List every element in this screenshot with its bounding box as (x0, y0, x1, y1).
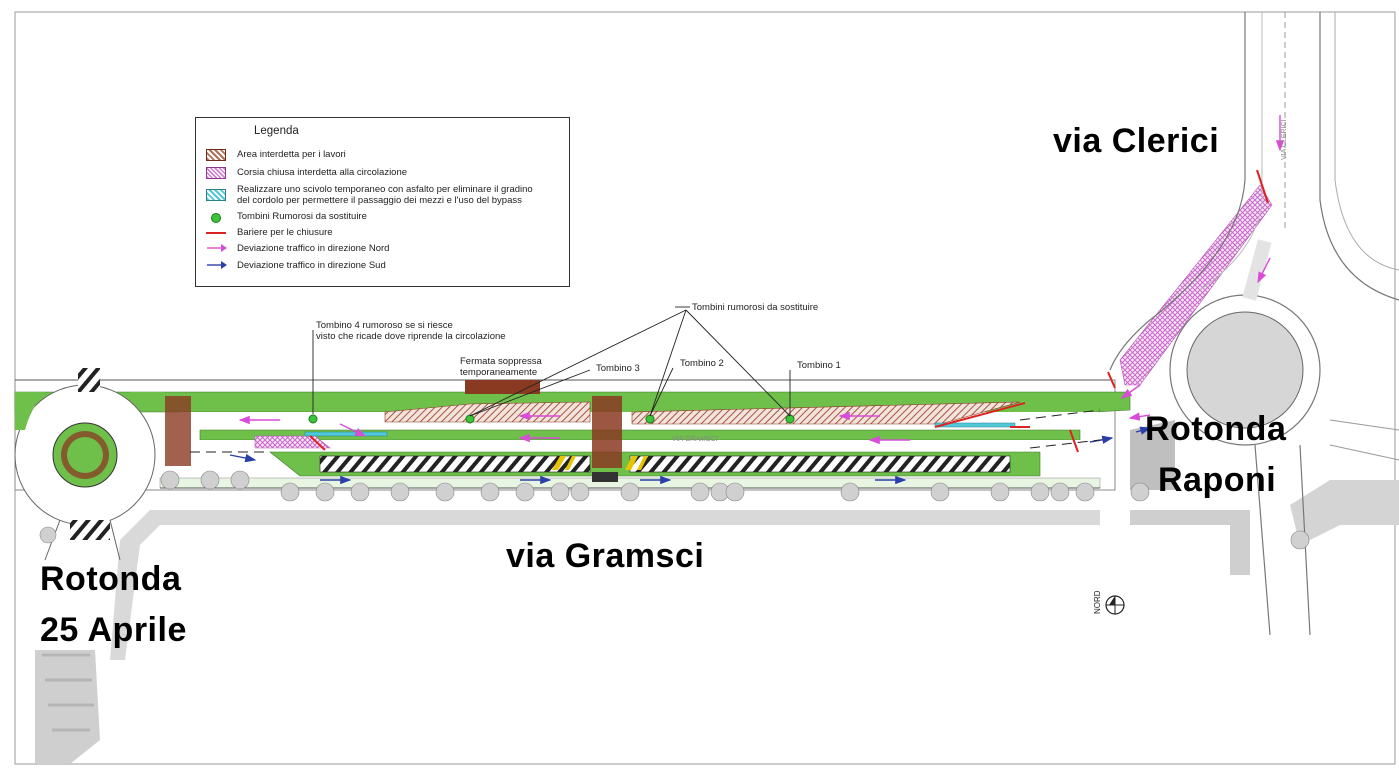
place-rotonda-25-line1: Rotonda (40, 560, 182, 598)
pink-hatch-icon (206, 167, 228, 179)
place-rotonda-25-line2: 25 Aprile (40, 611, 187, 649)
temporary-ramps (304, 422, 1016, 437)
roundabout-raponi (1109, 12, 1399, 636)
cyan-hatch-icon (206, 189, 228, 201)
annotation-tombini-rumorosi: Tombini rumorosi da sostituire (692, 302, 819, 313)
lane-markings (190, 409, 1101, 453)
blue-arrow-icon (206, 260, 228, 272)
tombino-2 (645, 414, 655, 424)
tombino-1 (785, 414, 795, 424)
annotation-tombino-1: Tombino 1 (797, 360, 841, 371)
legend-item-barriers: Bariere per le chiusure (206, 227, 557, 239)
tombino-3 (465, 414, 475, 424)
legend-item-detour-sud: Deviazione traffico in direzione Sud (206, 260, 557, 272)
green-dot-icon (206, 211, 228, 223)
place-via-gramsci: via Gramsci (506, 537, 705, 575)
annotation-fermata-line2: temporaneamente (460, 367, 538, 378)
work-area-closed (165, 380, 1021, 482)
barriers (309, 169, 1269, 453)
roundabout-25-aprile (14, 368, 165, 561)
legend-item-closed-lane: Corsia chiusa interdetta alla circolazio… (206, 167, 557, 179)
tombino-4 (308, 414, 318, 424)
detour-arrows-nord (238, 115, 1285, 445)
building-blocks-right (1130, 420, 1399, 575)
legend-item-work-area: Area interdetta per i lavori (206, 149, 557, 161)
magenta-arrow-icon (206, 243, 228, 255)
legend-box: Legenda Area interdetta per i lavori Cor… (195, 117, 570, 287)
legend-item-manholes: Tombini Rumorosi da sostituire (206, 211, 557, 223)
annotation-tombino-3: Tombino 3 (596, 363, 640, 374)
annotation-fermata-line1: Fermata soppressa (460, 356, 542, 367)
north-arrow-icon (1105, 595, 1125, 615)
road-label-via-gramsci: VIA GRAMSCI (672, 436, 718, 443)
annotation-tombino-4-line2: visto che ricade dove riprende la circol… (316, 331, 506, 342)
leader-lines (312, 306, 791, 417)
brown-hatch-icon (206, 149, 228, 161)
north-label: NORD (1093, 590, 1102, 614)
parking-stripes (319, 455, 1011, 473)
road-label-via-clerici: VIA CLERICI (1281, 119, 1288, 160)
annotation-tombino-4-line1: Tombino 4 rumoroso se si riesce (316, 320, 453, 331)
legend-item-detour-nord: Deviazione traffico in direzione Nord (206, 243, 557, 255)
annotation-fermata: Fermata soppressa temporaneamente (460, 356, 542, 378)
annotation-tombino-2: Tombino 2 (680, 358, 724, 369)
red-line-icon (206, 227, 228, 239)
place-via-clerici: via Clerici (1053, 122, 1220, 160)
closed-lane-pink (254, 184, 1273, 449)
trees (39, 470, 1310, 550)
annotation-tombino-4: Tombino 4 rumoroso se si riesce visto ch… (316, 320, 506, 342)
building-blocks-left (35, 510, 1100, 764)
detour-arrows-sud (229, 426, 1152, 485)
noisy-manholes (308, 414, 795, 424)
legend-title: Legenda (254, 125, 299, 137)
place-rotonda-raponi-line2: Raponi (1158, 461, 1277, 499)
legend-item-ramp: Realizzare uno scivolo temporaneo con as… (206, 184, 547, 206)
place-rotonda-raponi-line1: Rotonda (1145, 410, 1287, 448)
